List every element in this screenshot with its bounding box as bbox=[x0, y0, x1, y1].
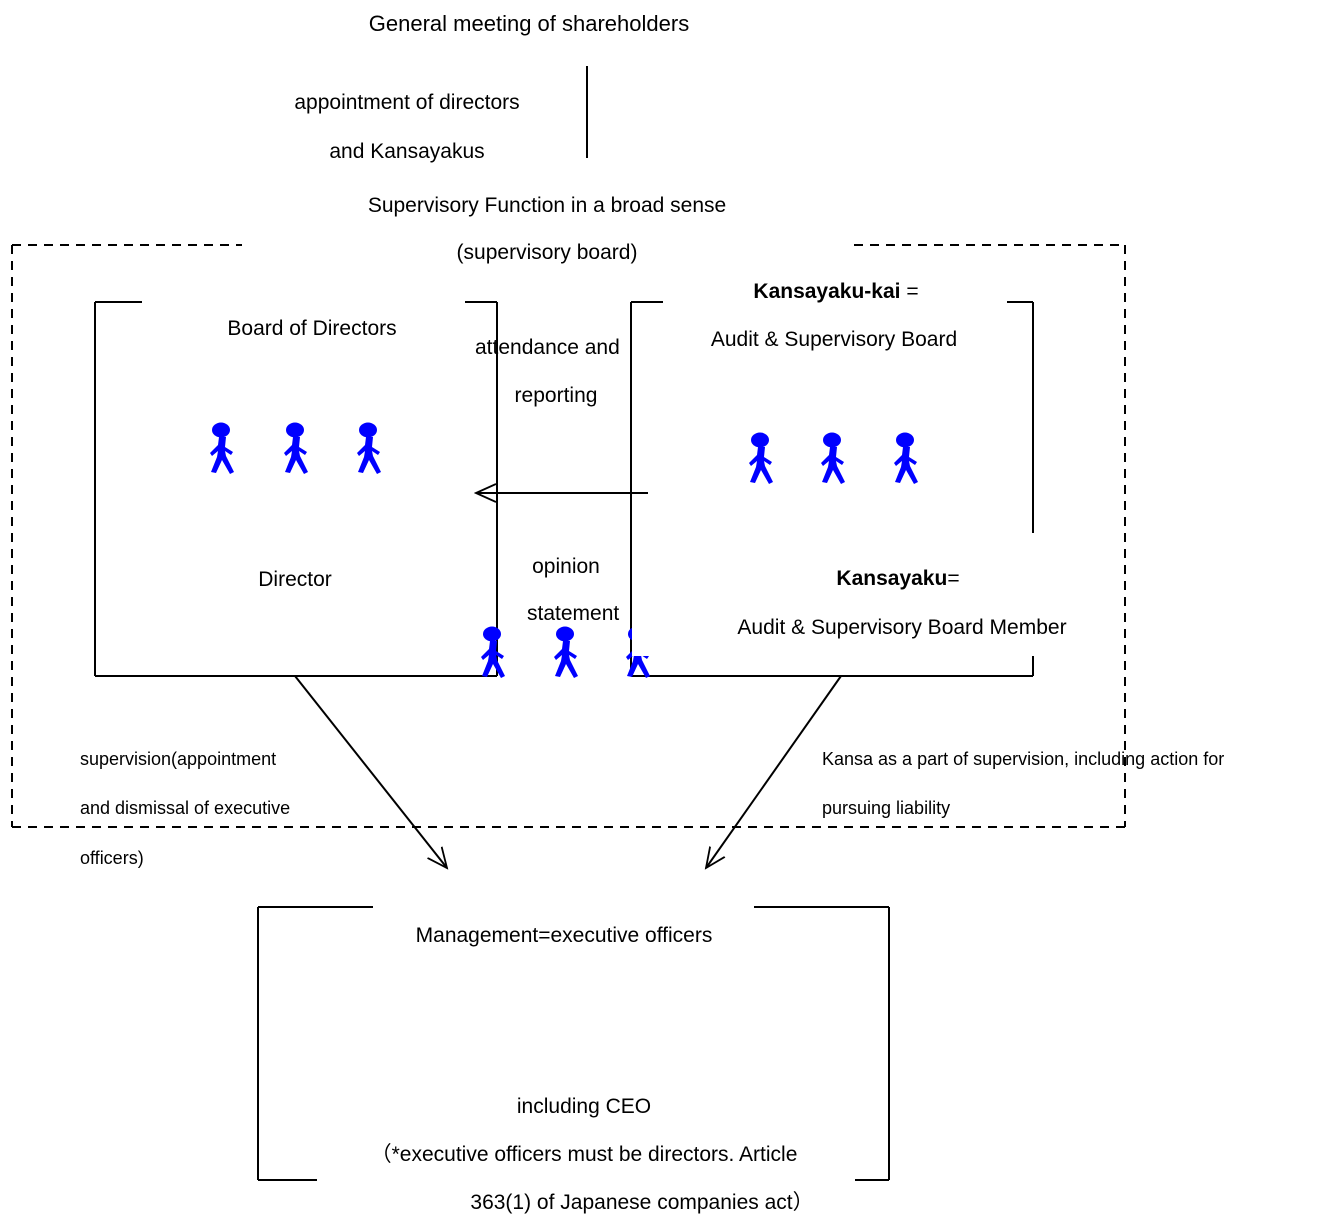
board-of-directors-title: Board of Directors bbox=[227, 317, 397, 340]
supervisory-area-border bbox=[11, 244, 1126, 828]
kansayaku-person-icon bbox=[821, 432, 845, 484]
supervision-note-line-1: supervision(appointment bbox=[80, 749, 277, 769]
kansayaku-box bbox=[630, 301, 1034, 677]
supervision-arrow bbox=[294, 675, 447, 868]
attendance-label-line-2: reporting bbox=[514, 384, 598, 407]
kansayaku-person-icon bbox=[749, 432, 773, 484]
kansayaku-kai-term: Kansayaku-kai bbox=[753, 280, 901, 303]
kansayaku-kai-label: Kansayaku-kai = bbox=[753, 281, 918, 302]
management-note-line-1: （*executive officers must be directors. … bbox=[370, 1143, 798, 1166]
kansayaku-person-icon bbox=[894, 432, 918, 484]
kansa-note-line-2: pursuing liability bbox=[822, 798, 951, 818]
executive-person-icon bbox=[481, 626, 505, 678]
appointment-line-1: appointment of directors bbox=[294, 91, 520, 114]
supervisory-board-subtitle: (supervisory board) bbox=[456, 241, 638, 264]
board-of-directors-box bbox=[94, 301, 498, 677]
audit-supervisory-board-label: Audit & Supervisory Board bbox=[710, 328, 958, 351]
kansayaku-kai-suffix: = bbox=[900, 280, 919, 303]
director-label: Director bbox=[258, 568, 332, 591]
supervision-note-line-3: officers) bbox=[80, 848, 144, 868]
director-person-icon bbox=[357, 422, 381, 474]
supervision-note-line-2: and dismissal of executive bbox=[80, 798, 291, 818]
kansa-note-line-1: Kansa as a part of supervision, includin… bbox=[822, 749, 1225, 769]
executive-person-icon bbox=[554, 626, 578, 678]
kansa-arrow bbox=[706, 675, 842, 868]
supervisory-function-title: Supervisory Function in a broad sense bbox=[367, 194, 727, 217]
kansayaku-term: Kansayaku bbox=[836, 567, 948, 590]
opinion-label-line-1: opinion bbox=[532, 555, 600, 578]
audit-supervisory-board-member-label: Audit & Supervisory Board Member bbox=[737, 616, 1067, 639]
kansayaku-label: Kansayaku= bbox=[836, 568, 959, 589]
management-title: Management=executive officers bbox=[415, 924, 713, 947]
attendance-label-line-1: attendance and bbox=[475, 336, 620, 359]
management-box bbox=[257, 906, 890, 1181]
opinion-label-line-2: statement bbox=[527, 602, 620, 625]
management-including-ceo: including CEO bbox=[516, 1095, 652, 1118]
kansayaku-member-panel bbox=[632, 534, 1032, 656]
director-person-icon bbox=[284, 422, 308, 474]
kansayaku-suffix: = bbox=[947, 567, 960, 590]
director-person-icon bbox=[210, 422, 234, 474]
appointment-line-2: and Kansayakus bbox=[329, 140, 485, 163]
shareholders-title: General meeting of shareholders bbox=[368, 11, 690, 36]
management-note-line-2: 363(1) of Japanese companies act） bbox=[470, 1191, 814, 1214]
